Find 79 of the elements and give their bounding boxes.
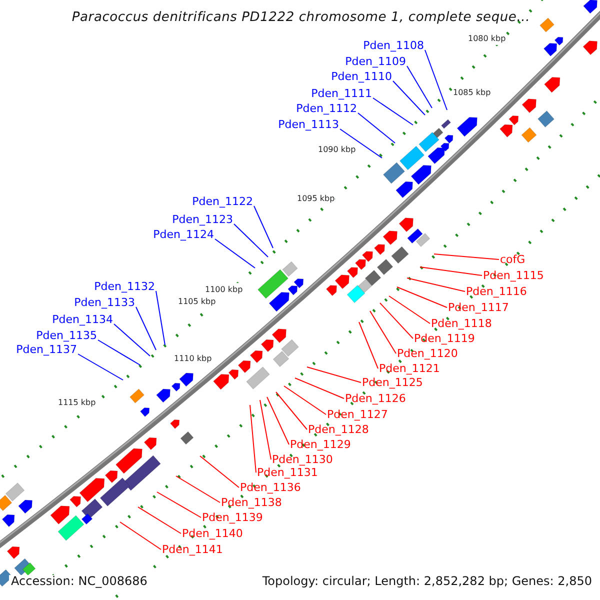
leader-line xyxy=(372,98,414,126)
gene-label: Pden_1118 xyxy=(431,317,492,330)
gene-label: Pden_1138 xyxy=(221,496,282,509)
leader-line xyxy=(406,278,466,292)
leader-line xyxy=(388,296,430,324)
leader-line xyxy=(156,290,166,346)
leader-line xyxy=(214,238,256,268)
summary-text: Topology: circular; Length: 2,852,282 bp; Genes: 2,850 xyxy=(262,575,592,588)
leader-line xyxy=(420,266,482,276)
gene-label: Pden_1131 xyxy=(257,466,318,479)
gene-label: Pden_1139 xyxy=(202,511,263,524)
gene-label: Pden_1112 xyxy=(296,102,357,115)
leader-line xyxy=(284,386,326,415)
leader-line xyxy=(380,302,414,339)
gene-label: Pden_1113 xyxy=(278,118,339,131)
leader-line xyxy=(370,310,396,354)
leader-line xyxy=(424,50,448,110)
leader-line xyxy=(306,366,362,383)
leader-line xyxy=(250,404,256,473)
map-title: Paracoccus denitrificans PD1222 chromosome 1, complete seque... xyxy=(72,11,530,24)
gene-label: Pden_1136 xyxy=(240,481,301,494)
scale-label: 1085 kbp xyxy=(453,86,491,99)
leader-line xyxy=(358,322,378,369)
gene-label: Pden_1122 xyxy=(192,195,253,208)
gene-label: Pden_1124 xyxy=(153,228,214,241)
gene-label: Pden_1121 xyxy=(379,362,440,375)
leader-line xyxy=(340,128,382,158)
gene-label: Pden_1116 xyxy=(466,285,527,298)
scale-label: 1100 kbp xyxy=(205,283,243,296)
leader-line xyxy=(234,224,268,258)
leader-line xyxy=(358,112,396,144)
gene-label: Pden_1127 xyxy=(327,408,388,421)
scale-label: 1095 kbp xyxy=(297,192,335,205)
gene-label: Pden_1133 xyxy=(74,296,135,309)
leader-line xyxy=(294,378,344,399)
gene-label: Pden_1117 xyxy=(448,301,509,314)
leader-line xyxy=(254,206,274,248)
leader-line xyxy=(114,324,150,356)
gene-label: Pden_1115 xyxy=(483,269,544,282)
leader-line xyxy=(260,400,272,460)
gene-label: Pden_1140 xyxy=(182,527,243,540)
gene-label: Pden_1120 xyxy=(397,347,458,360)
leader-line xyxy=(176,476,220,503)
leader-line xyxy=(396,286,448,308)
leader-line xyxy=(138,506,182,534)
leader-line xyxy=(266,396,290,445)
gene-label: cofG xyxy=(500,253,526,266)
leader-line xyxy=(406,66,432,108)
gene-label: Pden_1108 xyxy=(363,39,424,52)
gene-label: Pden_1132 xyxy=(94,280,155,293)
gene-label: Pden_1130 xyxy=(272,453,333,466)
leader-line xyxy=(156,492,202,518)
leader-line xyxy=(98,340,140,366)
leader-line xyxy=(392,80,426,116)
gene-label: Pden_1128 xyxy=(308,423,369,436)
gene-label: Pden_1129 xyxy=(290,438,351,451)
scale-label: 1090 kbp xyxy=(318,143,356,156)
gene-label: Pden_1110 xyxy=(331,70,392,83)
scale-label: 1080 kbp xyxy=(468,32,506,45)
leader-line xyxy=(136,306,156,350)
gene-label: Pden_1125 xyxy=(362,376,423,389)
gene-label: Pden_1135 xyxy=(36,329,97,342)
leader-line xyxy=(276,392,308,430)
leader-line xyxy=(434,254,500,260)
leader-line xyxy=(78,354,124,380)
scale-label: 1115 kbp xyxy=(58,396,96,409)
gene-label: Pden_1141 xyxy=(162,543,223,556)
leader-line xyxy=(120,522,162,550)
gene-label: Pden_1111 xyxy=(311,87,372,100)
gene-label: Pden_1119 xyxy=(414,332,475,345)
gene-label: Pden_1134 xyxy=(52,313,113,326)
scale-label: 1110 kbp xyxy=(174,352,212,365)
leader-line xyxy=(200,456,240,488)
gene-label: Pden_1109 xyxy=(345,55,406,68)
accession-text: Accession: NC_008686 xyxy=(9,575,150,588)
gene-label: Pden_1137 xyxy=(16,343,77,356)
scale-label: 1105 kbp xyxy=(178,295,216,308)
gene-label: Pden_1126 xyxy=(345,392,406,405)
gene-label: Pden_1123 xyxy=(172,213,233,226)
